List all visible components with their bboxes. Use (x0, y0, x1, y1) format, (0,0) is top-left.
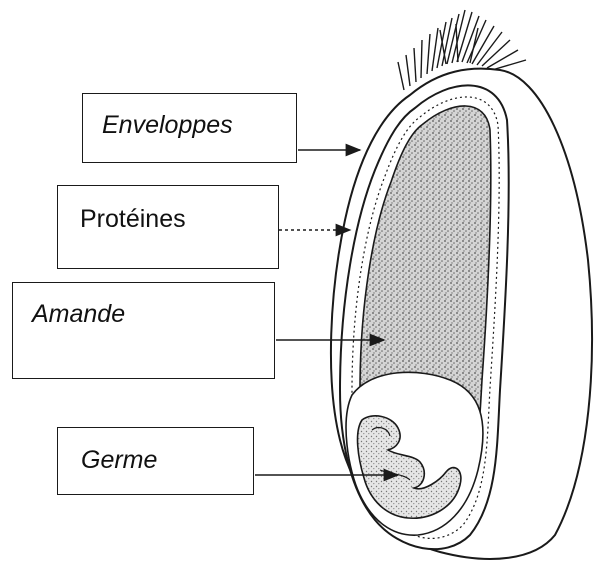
label-box-amande: Amande (12, 282, 275, 379)
label-enveloppes: Enveloppes (102, 113, 233, 138)
label-box-enveloppes: Enveloppes (82, 93, 297, 163)
label-proteines: Protéines (80, 207, 186, 232)
label-box-proteines: Protéines (57, 185, 279, 269)
label-box-germe: Germe (57, 427, 254, 495)
label-germe: Germe (81, 448, 157, 473)
label-amande: Amande (32, 302, 125, 327)
